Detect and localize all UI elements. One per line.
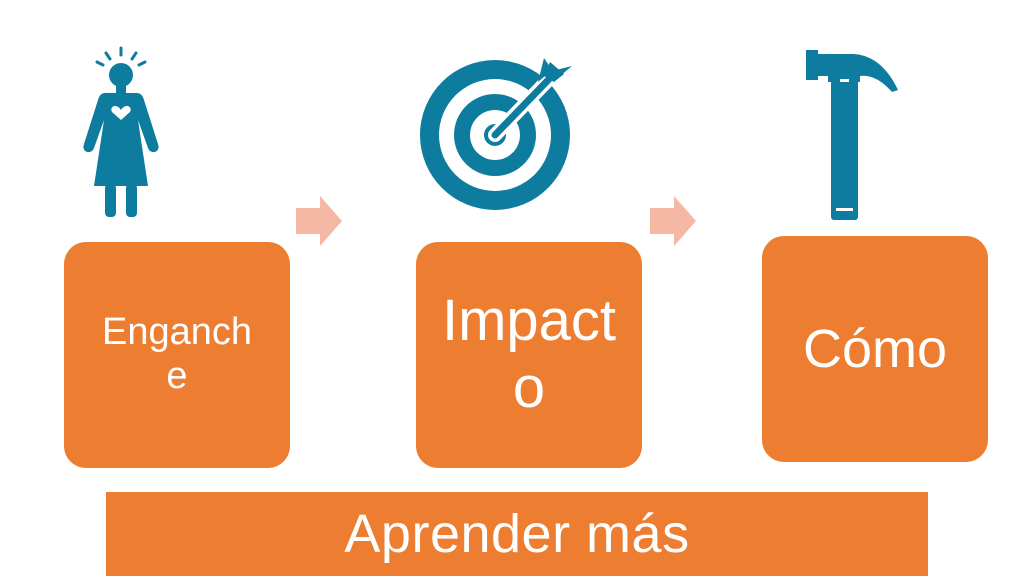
hammer-icon — [806, 50, 898, 220]
banner-label: Aprender más — [344, 504, 690, 564]
step-label: Cómo — [802, 318, 948, 379]
step-box-como: Cómo — [762, 236, 988, 462]
learn-more-banner: Aprender más — [106, 492, 928, 576]
step-box-impacto: Impacto — [416, 242, 642, 468]
target-arrow-icon — [420, 58, 572, 210]
step-box-enganche: Enganche — [64, 242, 290, 468]
arrow-right-icon — [296, 196, 342, 246]
step-label: Impacto — [441, 288, 617, 420]
step-label: Enganche — [101, 311, 252, 397]
arrow-right-icon — [650, 196, 696, 246]
woman-heart-icon — [83, 46, 159, 217]
